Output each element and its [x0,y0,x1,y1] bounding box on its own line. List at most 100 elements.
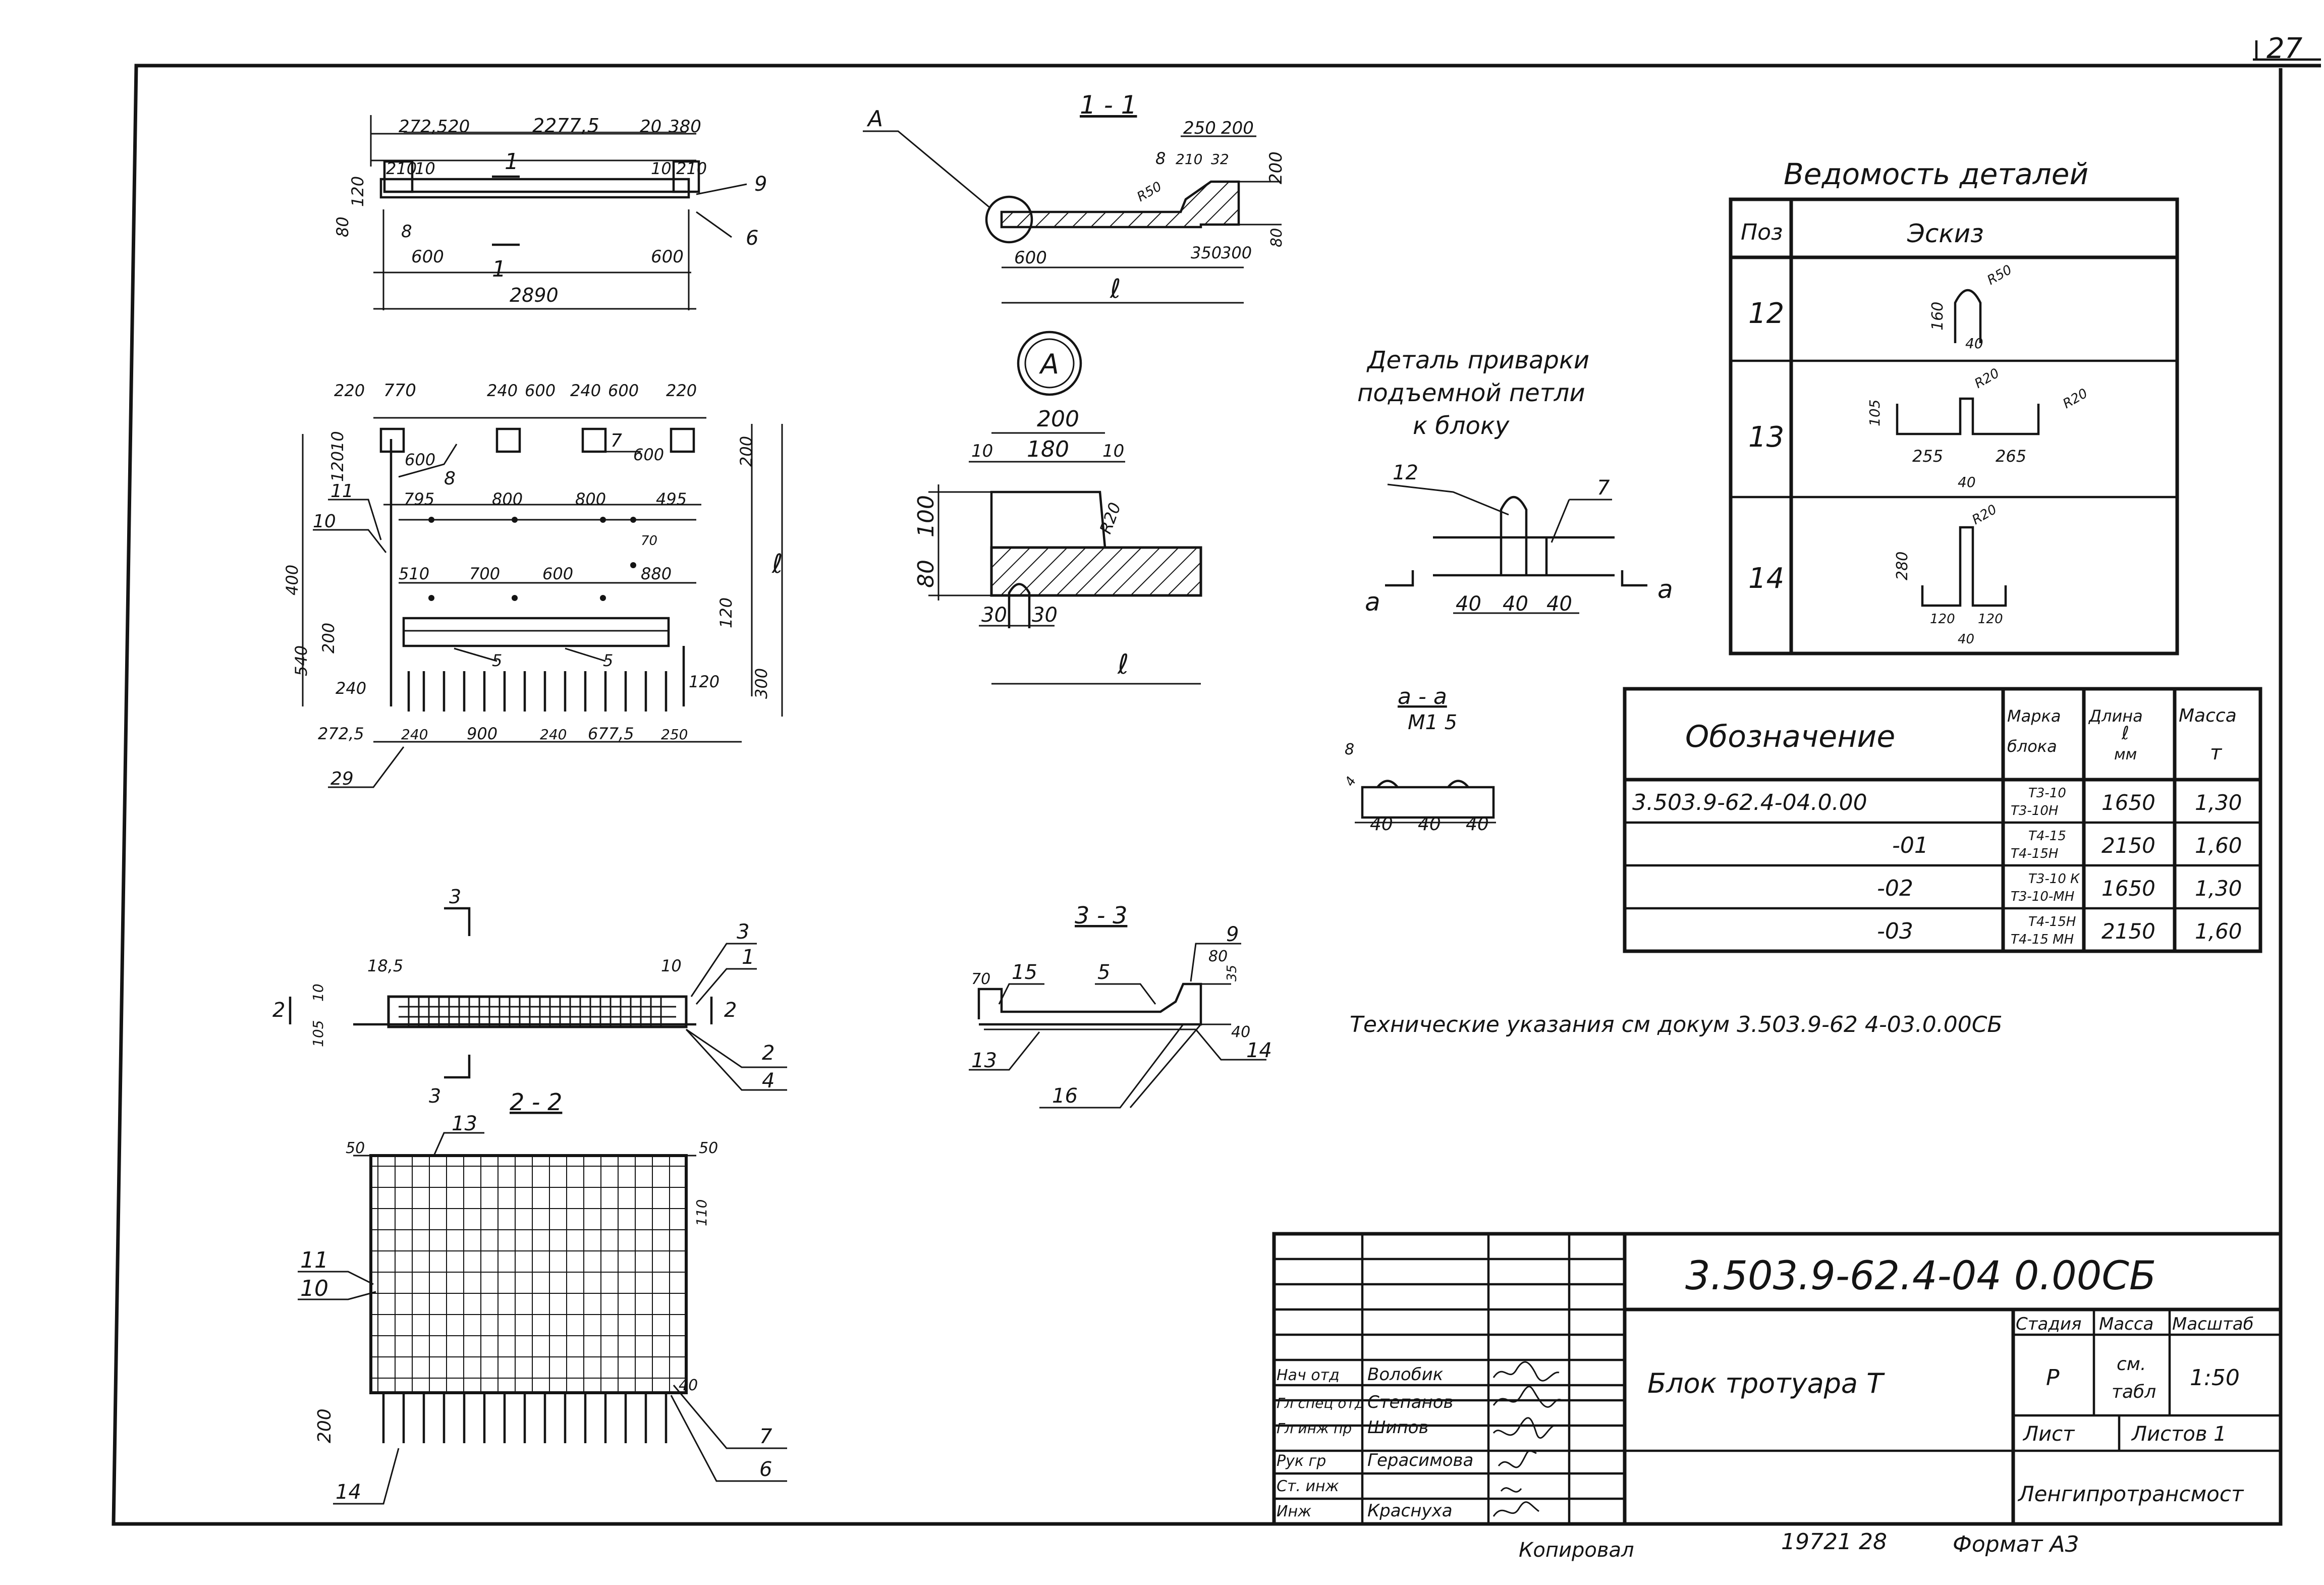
s33-dim-1: 70 [971,970,990,988]
s11-dim-11: R50 [1135,179,1165,205]
section-1-1-title: 1 - 1 [1080,90,1137,120]
rebar-grid [369,1154,688,1394]
sig-role-3: Гл инж пр [1277,1420,1352,1437]
s11-dim-5: 32 [1211,151,1229,168]
e3-section-mark-top: 3 [449,886,461,908]
vt-row-2-length: 2150 [2101,833,2155,858]
section-2-2-title: 2 - 2 [510,1088,562,1116]
dim-top-3: 2277,5 [532,115,599,137]
dim-bottom-2: 600 [651,247,684,267]
sig-name-4: Герасимова [1367,1450,1473,1470]
vt-row-1-designation: 3.503.9-62.4-04.0.00 [1632,790,1867,815]
sheet-frame: 27 [112,32,2321,1526]
view-section-aa: a - a М1 5 8 4 40 40 40 [1342,684,1496,835]
plan-dim-fourth-4: 880 [641,564,672,583]
plan-dim-bottom-2: 240 [401,726,428,743]
lift-loop-3 [581,427,607,453]
svg-text:265: 265 [1996,447,2026,466]
plan-callout-29: 29 [330,769,354,789]
vt-row-2-mark-b: Т4-15Н [2011,846,2058,861]
e3-callout-3: 3 [737,920,749,944]
dim-top-1: 272,5 [399,117,448,137]
view-section-2-2: 2 - 2 50 50 110 200 40 13 11 10 7 6 14 [298,1088,787,1505]
plan-dim-third-2: 800 [492,489,523,509]
plan-dim-bottom-3: 900 [467,724,497,743]
schedule-row-13-pos: 13 [1748,421,1784,454]
vt-row-1-mass: 1,30 [2195,790,2242,815]
variants-table: Обозначение Марка блока Длина ℓ мм Масса… [1623,687,2262,953]
saa-dim-4: 40 [1418,814,1441,835]
plan-dim-left-1: 10 [328,431,347,452]
mass-value-2: табл [2112,1382,2156,1402]
callout-a: A [866,106,883,132]
svg-text:40: 40 [1965,335,1983,352]
vt-row-3-length: 1650 [2101,876,2155,901]
footer-number: 19721 28 [1781,1529,1887,1555]
lift-loop-1 [379,427,405,453]
weld-dim-2: 40 [1503,592,1528,616]
vt-row-1-length: 1650 [2101,790,2155,815]
weld-dim-3: 40 [1546,592,1572,616]
scale-value: 1:50 [2190,1365,2240,1391]
weld-section-a-left: a [1365,587,1380,617]
vt-row-4-length: 2150 [2101,919,2155,944]
dim-left-1: 80 [333,216,352,237]
vt-header-mass-2: т [2210,741,2223,764]
sig-name-1: Волобик [1367,1364,1444,1385]
view-weld-detail: Деталь приварки подъемной петли к блоку … [1357,346,1673,617]
s22-callout-10: 10 [300,1276,328,1301]
plan-dim-right-2: 120 [716,597,736,628]
plan-dim-top-5: 240 [570,381,601,400]
s33-dim-3: 35 [1225,965,1240,981]
tech-note: Технические указания см докум 3.503.9-62… [1350,1012,2003,1037]
doc-code: 3.503.9-62.4-04 0.00СБ [1685,1253,2156,1299]
plan-dim-top-7: 220 [666,381,697,400]
rebar-fringe [407,671,668,712]
schedule-title: Ведомость деталей [1784,157,2088,191]
plan-dim-left-5: 200 [319,623,338,653]
section-mark-top: 1 [505,149,519,175]
section-mark-bottom: 1 [492,256,506,282]
plan-dim-bottom-1: 272,5 [318,724,364,743]
plan-length: ℓ [771,549,783,579]
dim-inner-1: 210 [386,159,417,178]
e3-dim-6: 2 [724,999,737,1022]
svg-text:40: 40 [1958,632,1974,647]
plan-dim-right-4: 120 [689,672,720,691]
mass-value-1: см. [2117,1354,2146,1375]
plan-callout-5b: 5 [603,651,613,670]
organization: Ленгипротрансмост [2017,1482,2244,1506]
plan-dim-bottom-4: 240 [540,726,567,743]
sheet-number: 27 [2266,32,2303,65]
plan-callout-5a: 5 [492,651,502,670]
s11-dim-8: 600 [1014,248,1047,268]
schedule-header-sketch: Эскиз [1907,219,1984,248]
vt-row-3-mass: 1,30 [2195,876,2242,901]
vt-row-4-designation: -03 [1877,918,1913,944]
vt-row-3-mark-b: Т3-10-МН [2011,889,2074,904]
plan-dim-bottom-6: 250 [661,726,688,743]
detail-a-marker [985,195,1033,244]
e3-dim-2: 10 [661,956,682,975]
plan-dim-top-6: 600 [608,381,639,400]
vt-row-2-mass: 1,60 [2195,833,2242,858]
s11-length: ℓ [1110,274,1121,304]
view-section-3-3: 3 - 3 70 80 35 40 15 5 9 13 16 14 [969,902,1272,1109]
schedule-row-12-pos: 12 [1748,297,1784,330]
sig-role-4: Рук гр [1277,1452,1326,1470]
plan-callout-7: 7 [611,430,622,451]
plan-dim-second-2: 600 [633,445,664,464]
plan-dim-third-3: 800 [575,489,606,509]
dim-overall: 2890 [510,284,559,306]
vt-header-length-1: Длина [2088,706,2143,726]
s11-dim-2: 200 [1221,118,1254,138]
schedule-row-14-pos: 14 [1748,562,1784,595]
sketch-pos-14: 280 R20 120 120 40 [1894,502,2007,647]
vt-header-length-3: мм [2114,746,2137,763]
footer-format: Формат А3 [1953,1532,2079,1557]
footer-copied: Копировал [1519,1539,1634,1562]
s11-dim-10: 300 [1221,243,1252,262]
svg-text:R20: R20 [2061,386,2090,412]
view-top-elevation: 272,5 20 2277,5 20 380 210 10 10 210 80 … [333,115,767,310]
s33-callout-9: 9 [1226,923,1239,946]
